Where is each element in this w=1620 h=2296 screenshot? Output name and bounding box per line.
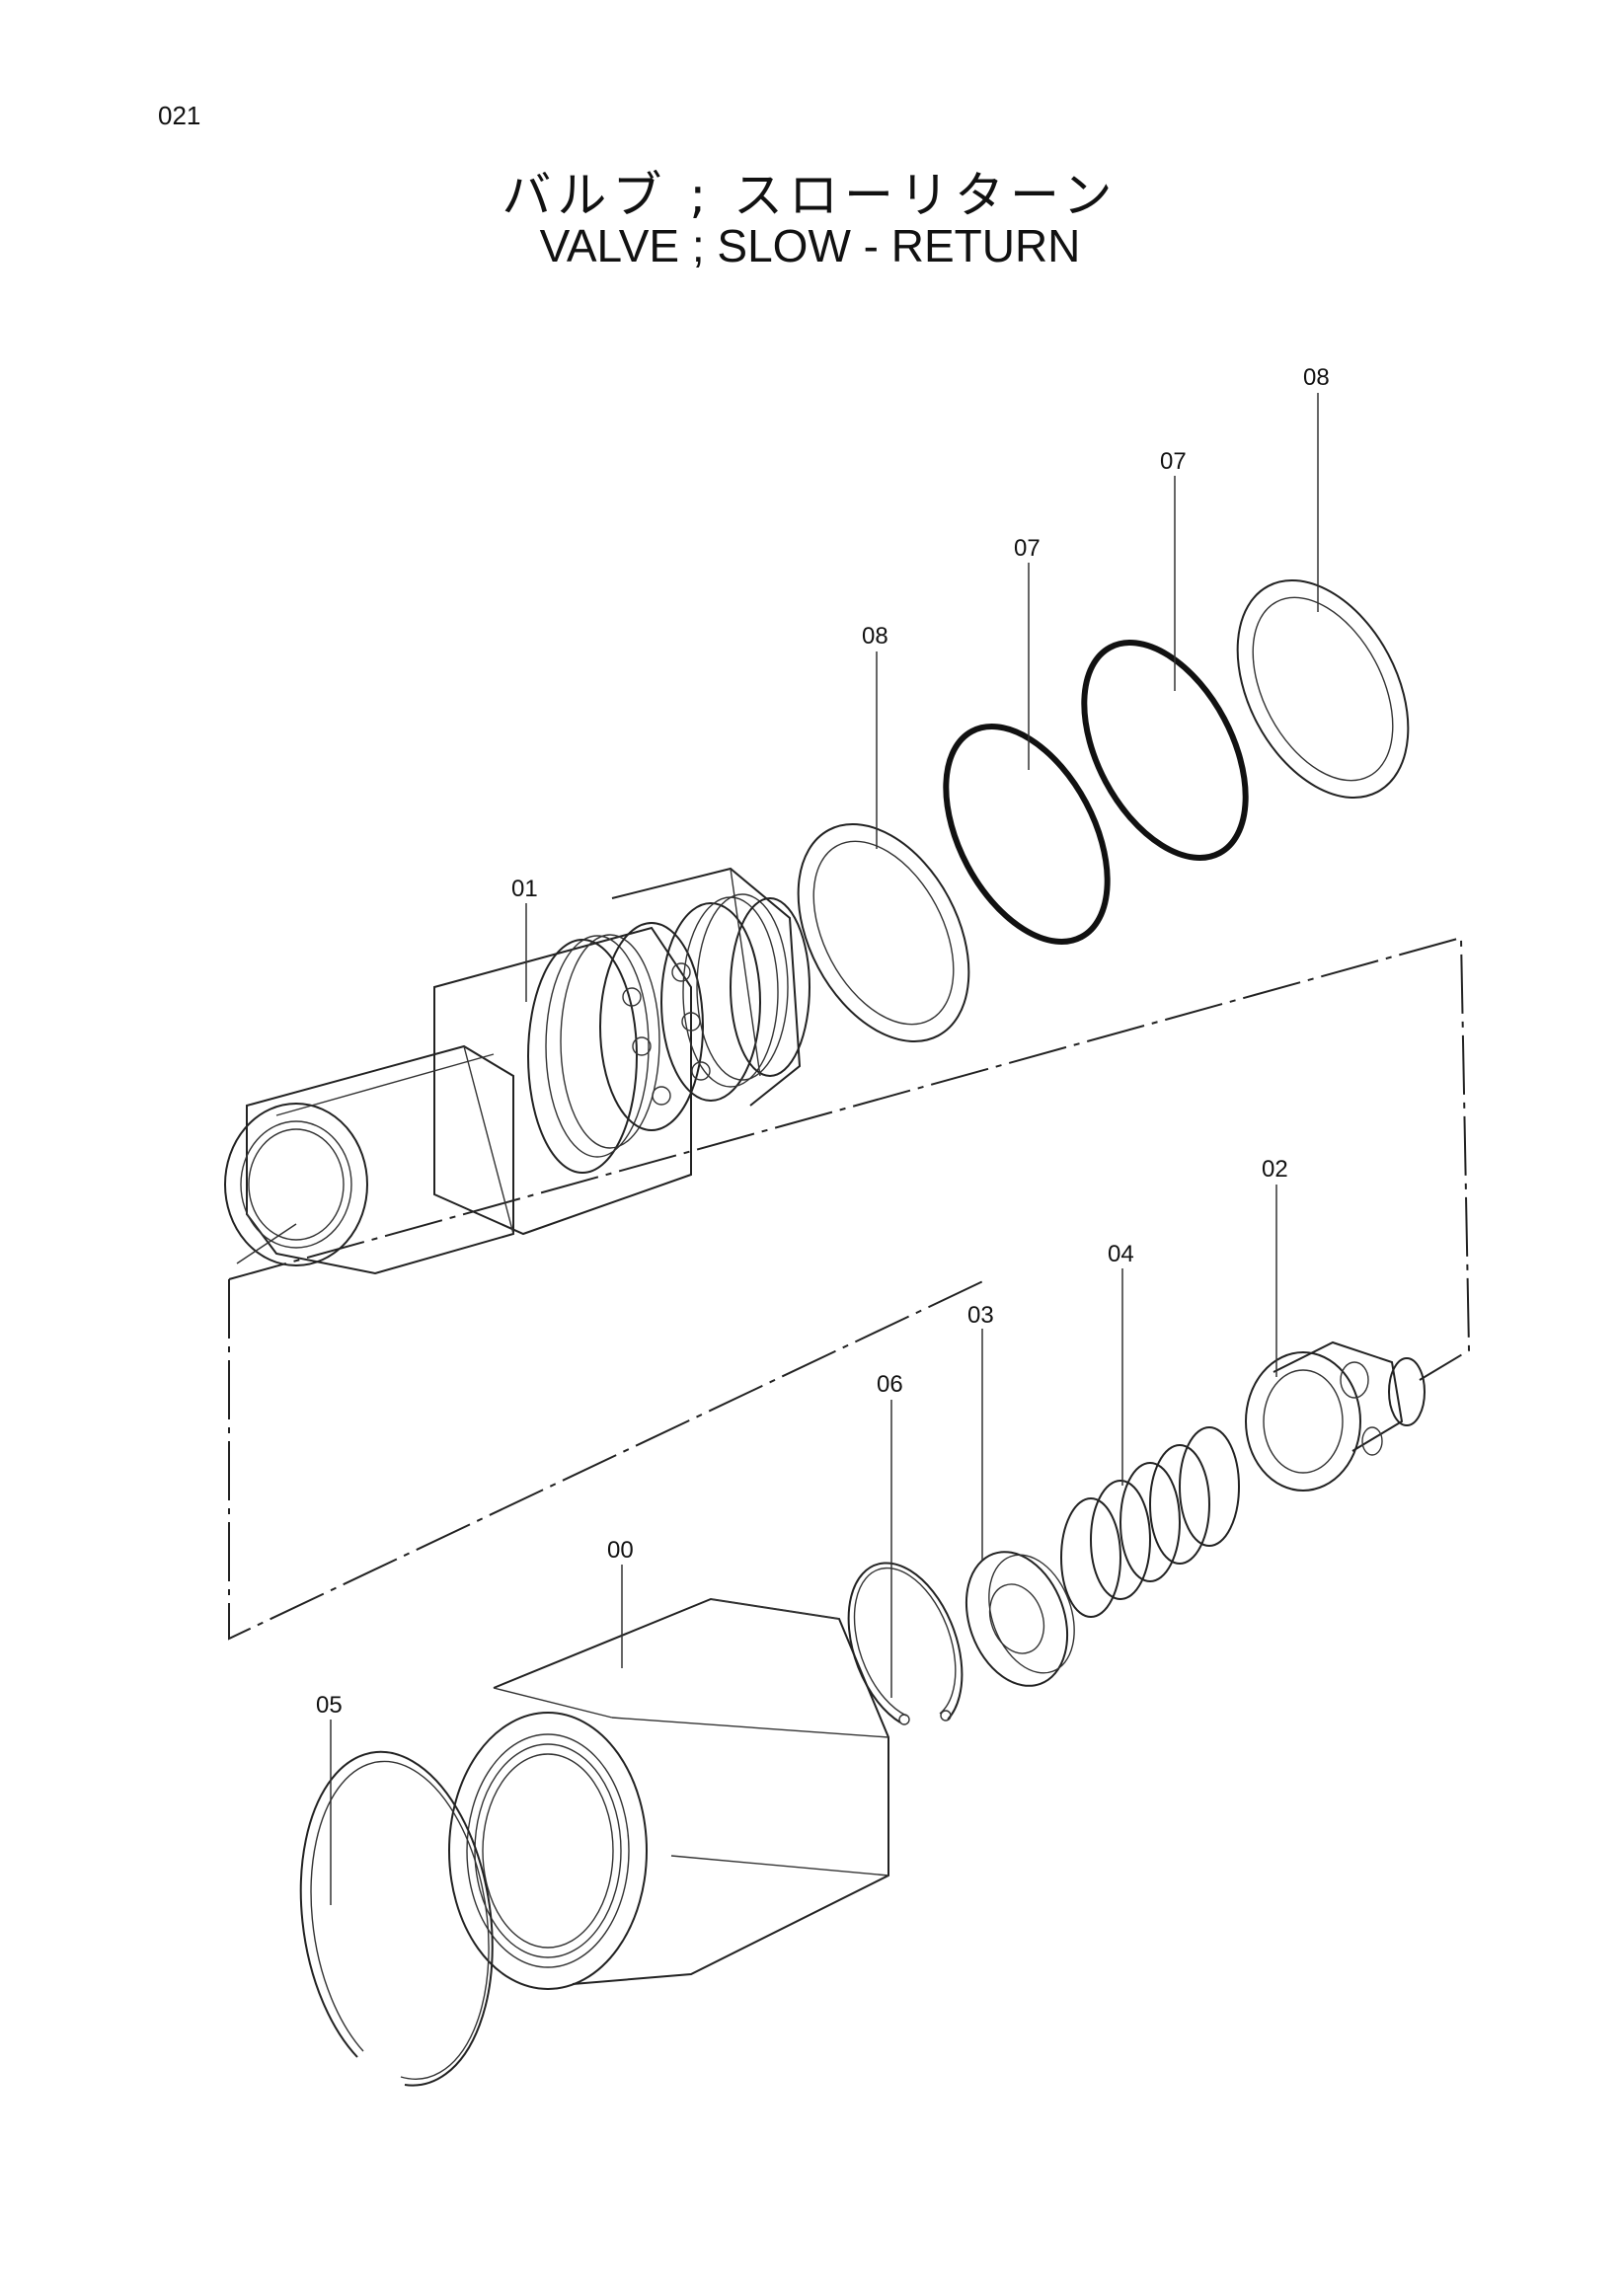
callout-08-right: 08 (1303, 364, 1330, 391)
part-08-backup-ring-left (797, 823, 970, 1042)
title-english: VALVE ; SLOW - RETURN (539, 220, 1081, 271)
callout-01: 01 (511, 876, 538, 902)
callout-02: 02 (1262, 1156, 1288, 1183)
part-01-valve-body (224, 867, 810, 1275)
part-07-o-ring-left (943, 724, 1111, 945)
callout-08-left: 08 (862, 623, 888, 650)
page-number: 021 (158, 101, 201, 130)
part-00-housing-nut (448, 1597, 889, 1990)
callout-00: 00 (607, 1537, 634, 1564)
part-07-o-ring-right (1081, 640, 1249, 861)
callout-04: 04 (1108, 1241, 1134, 1267)
part-03-seat-washer (964, 1551, 1075, 1687)
callout-07-left: 07 (1014, 535, 1041, 562)
callout-06: 06 (877, 1371, 903, 1398)
leader-lines (330, 393, 1319, 1905)
callout-03: 03 (967, 1302, 994, 1329)
title-japanese: バルブ ; スローリターン (501, 167, 1119, 224)
callout-05: 05 (316, 1692, 343, 1719)
part-08-backup-ring-right (1236, 579, 1410, 799)
part-04-spring (1060, 1426, 1240, 1618)
assembly-boundary-line (228, 936, 1471, 1641)
callout-07-right: 07 (1160, 448, 1187, 475)
part-05-retaining-ring (299, 1750, 494, 2087)
part-02-poppet (1245, 1340, 1426, 1492)
part-06-snap-ring (847, 1562, 964, 1725)
